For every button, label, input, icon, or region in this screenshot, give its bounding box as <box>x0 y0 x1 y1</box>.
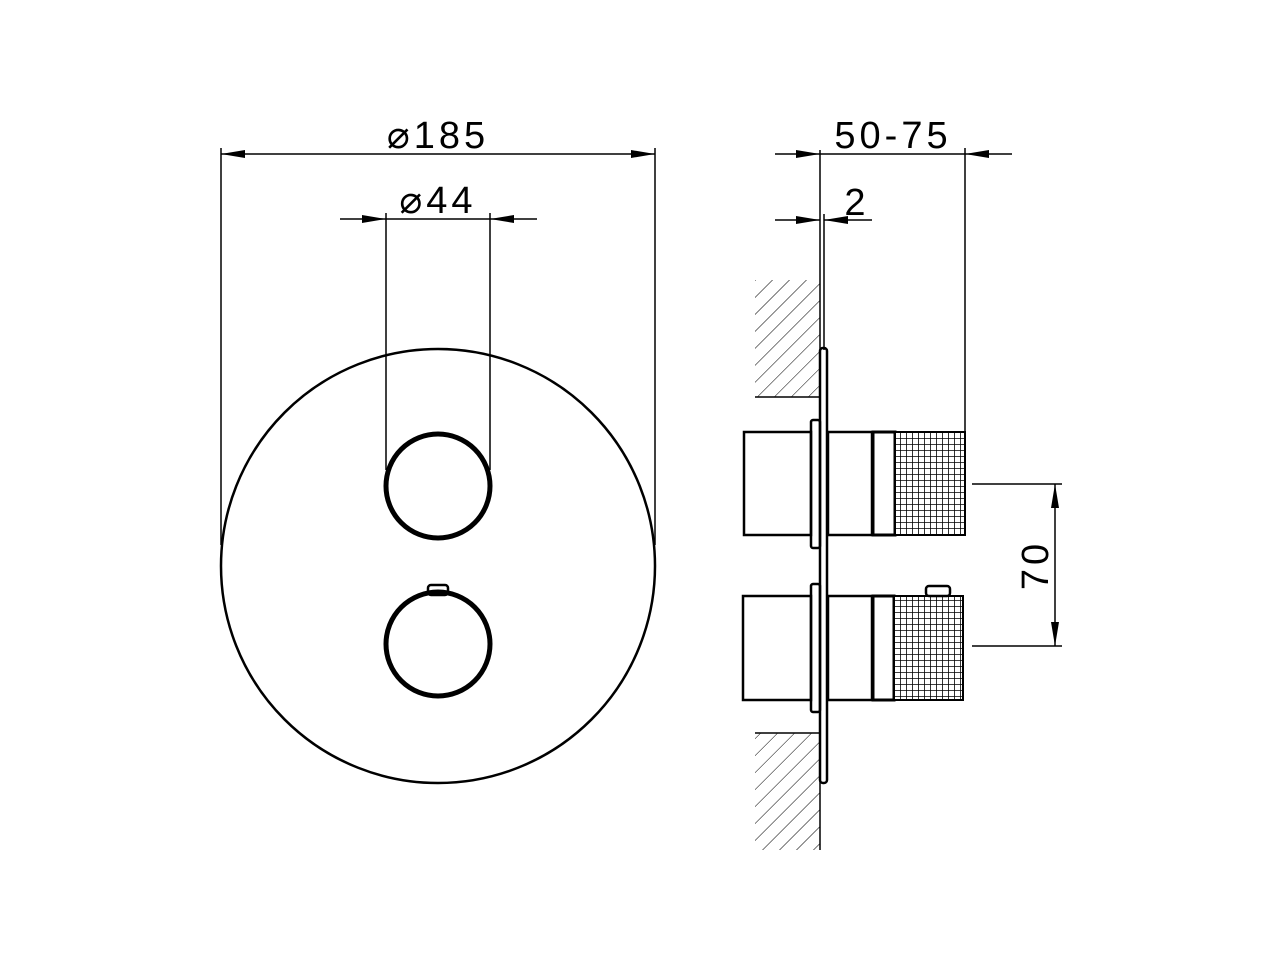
lower-spindle <box>826 594 874 702</box>
upper-flange <box>809 418 822 550</box>
dimension-label-44: ⌀44 <box>399 180 476 222</box>
lower-knurled-handle <box>893 595 964 701</box>
side-view: 50-75 2 70 <box>741 115 1062 850</box>
wall-hatch-lower <box>755 733 820 850</box>
lower-flange <box>809 582 822 714</box>
dimension-label-50-75: 50-75 <box>834 115 951 157</box>
upper-valve-side <box>742 418 966 550</box>
upper-knob-outline <box>383 431 493 541</box>
lower-knob-tab <box>426 583 450 597</box>
lower-handle-tab <box>924 584 952 598</box>
upper-ring <box>871 430 897 537</box>
wall-hatch-upper <box>755 280 820 397</box>
dimension-label-2: 2 <box>844 182 869 224</box>
cover-plate-outline <box>219 347 657 785</box>
upper-spindle <box>826 430 874 537</box>
lower-knob-outline <box>383 589 493 699</box>
upper-body <box>742 430 813 537</box>
cover-plate-side <box>818 346 829 785</box>
lower-ring <box>871 594 896 702</box>
dimension-label-70: 70 <box>1015 540 1057 590</box>
upper-knurled-handle <box>894 431 966 536</box>
dimension-label-185: ⌀185 <box>387 115 489 157</box>
front-view: ⌀185 ⌀44 <box>219 115 657 785</box>
lower-body <box>741 594 813 702</box>
lower-valve-side <box>741 582 964 714</box>
